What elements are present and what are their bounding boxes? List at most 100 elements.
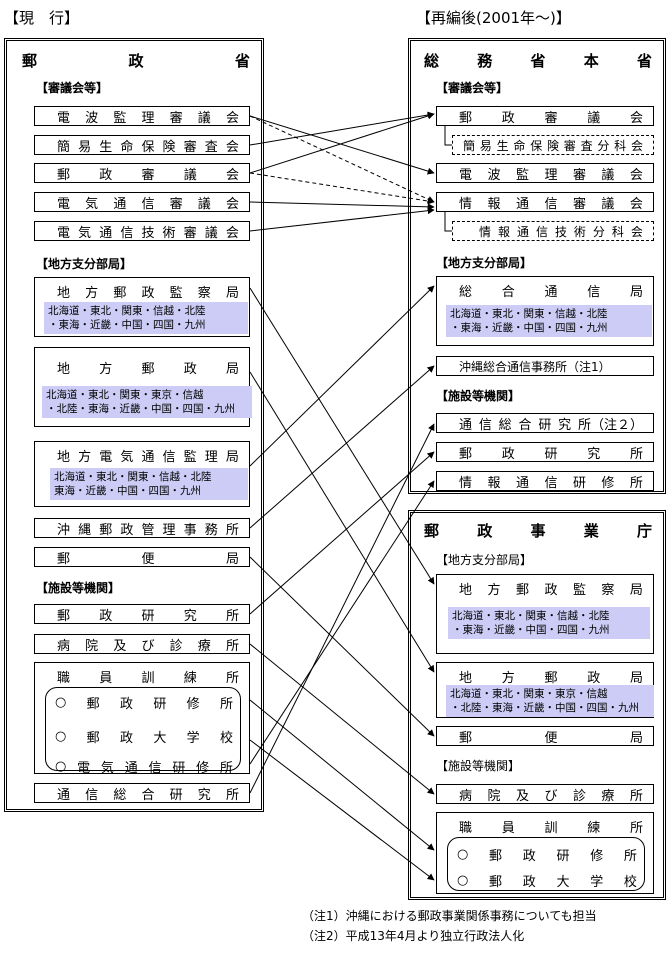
char: 報: [497, 224, 510, 239]
char: 務: [477, 52, 493, 70]
mic-ministry-panel: [408, 38, 666, 494]
char: 校: [219, 731, 233, 746]
regional-telecom-bureau: 地方電気通信監理局 北海道・東北・関東・信越・北陸 東海・近畿・中国・四国・九州: [34, 441, 250, 507]
char: 所: [629, 446, 643, 462]
char: 及: [113, 638, 127, 654]
char: 局: [225, 551, 239, 567]
char: 政: [99, 608, 113, 624]
char: 練: [587, 821, 601, 836]
char: 術: [162, 225, 176, 241]
arrow-telecom-council: [249, 201, 435, 211]
char: 省: [636, 52, 652, 70]
char: 郵: [22, 52, 38, 70]
okinawa-postal-office: 沖縄郵政管理事務所: [34, 518, 250, 538]
arrow-hospitals: [249, 643, 435, 795]
char: 通: [459, 417, 473, 433]
telecom-technology-council: 電気通信技術審議会: [34, 221, 250, 241]
char: 電: [57, 196, 71, 212]
char: 議: [197, 110, 211, 126]
char: 郵: [57, 167, 71, 183]
mic-ict-council: 情報通信審議会: [436, 192, 654, 212]
char: 局: [225, 286, 239, 301]
mic-ict-training-institute: 情報通信研修所: [436, 471, 654, 491]
char: 大: [556, 875, 570, 890]
char: 理: [141, 110, 155, 126]
char: 合: [518, 417, 532, 433]
char: 会: [629, 196, 643, 212]
char: 通: [124, 761, 138, 776]
char: 郵: [141, 362, 155, 377]
training-bracket: [45, 687, 241, 771]
char: 通: [141, 450, 155, 465]
char: 総: [459, 285, 473, 300]
char: 通: [515, 475, 529, 491]
regional-postal-bureau-title: 地方郵政局: [57, 358, 239, 377]
char: 局: [225, 450, 239, 465]
char: 郵: [424, 522, 440, 540]
mic-postal-research-institute: 郵政研究所: [436, 442, 654, 462]
regional-postal-bureau: 地方郵政局 北海道・東北・関東・東京・信越 ・北陸・東海・近畿・中国・四国・九州: [34, 347, 252, 427]
char: 業: [583, 522, 599, 540]
char: 沖: [57, 522, 71, 538]
char: 研: [572, 475, 586, 491]
mic-ict-technology-subcommittee: 情報通信技術分科会: [452, 221, 654, 241]
agency-training-bracket: [447, 837, 645, 891]
char: 技: [554, 224, 567, 239]
postal-council: 郵政審議会: [34, 163, 250, 183]
char: 縄: [78, 522, 92, 538]
char: 通: [99, 225, 113, 241]
arrow-telecom-tech-council: [249, 207, 435, 232]
region-list: 北海道・東北・関東・東京・信越 ・北陸・東海・近畿・中国・四国・九州: [42, 386, 252, 418]
char: 地: [57, 362, 71, 377]
char: 本: [583, 52, 599, 70]
char: 合: [501, 285, 515, 300]
char: 郵: [544, 671, 558, 686]
char: 政: [119, 697, 133, 712]
char: 保: [141, 139, 155, 155]
char: 会: [225, 139, 239, 155]
char: ○: [457, 873, 469, 888]
arrow-post-office: [249, 556, 435, 737]
char: 監: [183, 450, 197, 465]
char: 信: [85, 787, 99, 803]
char: 学: [590, 875, 604, 890]
char: 地: [57, 450, 71, 465]
region-list: 北海道・東北・関東・信越・北陸 ・東海・近畿・中国・四国・九州: [44, 302, 248, 334]
agency-hospitals-and-clinics: 病院及び診療所: [436, 784, 654, 804]
mic-facility-section: 【施設等機関】: [436, 389, 521, 403]
char: 事: [183, 522, 197, 538]
char: 通: [544, 285, 558, 300]
char: 分: [592, 224, 605, 239]
char: 易: [78, 139, 92, 155]
reorganized-heading: 【再編後(2001年～)】: [416, 9, 571, 27]
char: ○: [55, 759, 67, 774]
arrow-training-institute: [249, 699, 435, 851]
char: 政: [183, 362, 197, 377]
char: 総: [424, 52, 440, 70]
staff-training-center: 職員訓練所 ○郵政研修所 ○郵政大学校 ○電気通信研修所: [34, 662, 250, 776]
char: 簡: [57, 139, 71, 155]
char: 易: [479, 138, 492, 153]
char: 所: [219, 697, 233, 712]
char: 及: [515, 788, 529, 804]
char: 審: [141, 167, 155, 183]
char: 電: [77, 761, 91, 776]
agency-staff-training-center: 職員訓練所 ○郵政研修所 ○郵政大学校: [436, 812, 654, 894]
char: 省: [234, 52, 250, 70]
char: 校: [623, 875, 637, 890]
char: 保: [530, 138, 543, 153]
char: 電: [57, 225, 71, 241]
char: 修: [186, 697, 200, 712]
char: 通: [113, 196, 127, 212]
char: 練: [183, 671, 197, 686]
region-list: 北海道・東北・関東・信越・北陸 東海・近畿・中国・四国・九州: [50, 468, 248, 500]
post-office: 郵便局: [34, 547, 250, 567]
char: 険: [162, 139, 176, 155]
char: 会: [225, 196, 239, 212]
char: 審: [572, 196, 586, 212]
char: 所: [225, 608, 239, 624]
char: 監: [515, 167, 529, 183]
char: 訓: [544, 821, 558, 836]
char: 究: [587, 446, 601, 462]
char: 郵: [459, 110, 473, 126]
